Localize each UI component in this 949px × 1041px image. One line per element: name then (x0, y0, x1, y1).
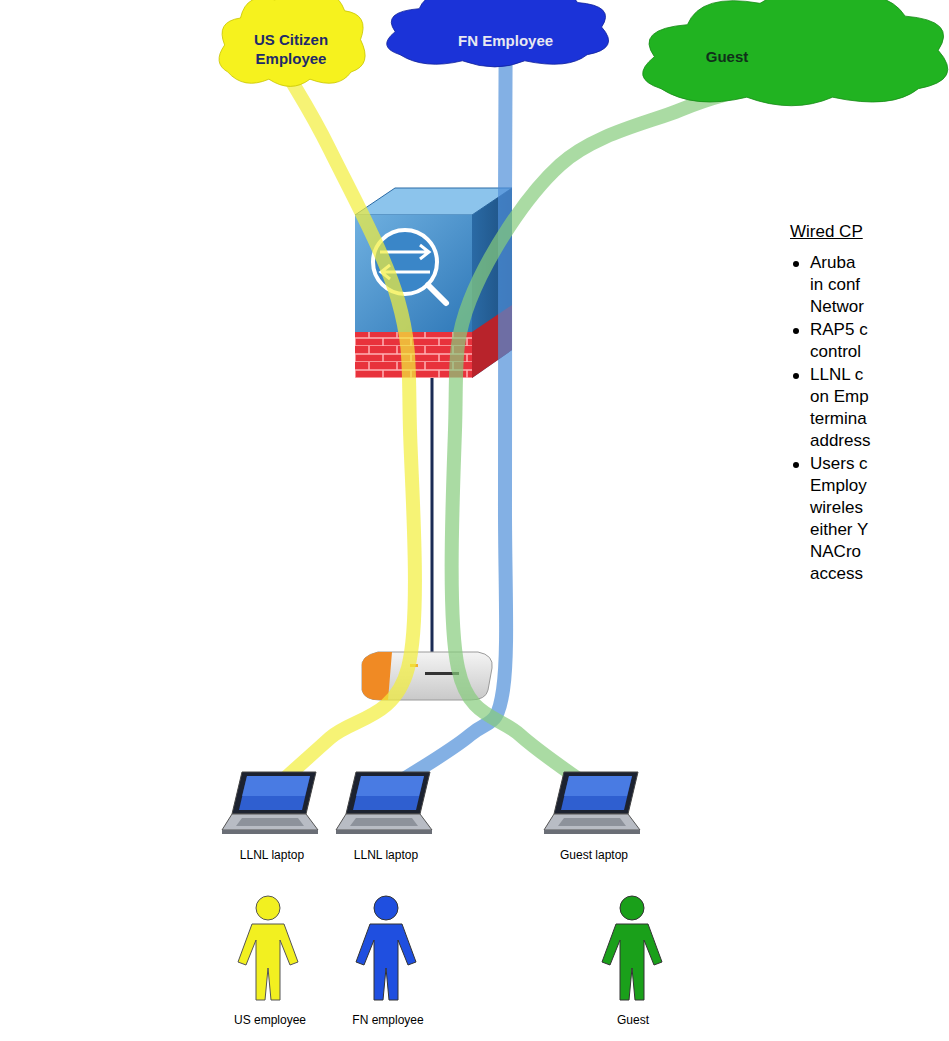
person-label: US employee (234, 1013, 306, 1027)
note-text: wireles (810, 498, 863, 518)
person-figure (602, 896, 662, 1000)
laptop-label: Guest laptop (560, 848, 628, 862)
laptop-icon (542, 768, 646, 838)
laptop-label: LLNL laptop (354, 848, 418, 862)
note-text: LLNL c (810, 365, 863, 385)
note-text: Aruba (810, 253, 855, 273)
cloud-zone: FN Employee (376, 0, 616, 70)
cloud-label: Guest (682, 47, 772, 66)
laptop-icon (334, 768, 438, 838)
note-text: RAP5 c (810, 320, 868, 340)
cloud-shape (628, 0, 949, 110)
traffic-path (272, 75, 415, 790)
cloud-zone: US Citizen Employee (212, 0, 370, 90)
note-text: Users c (810, 454, 868, 474)
cloud-label: FN Employee (436, 31, 576, 50)
laptop-label: LLNL laptop (240, 848, 304, 862)
laptop-node: LLNL laptop (334, 768, 438, 868)
traffic-path (386, 57, 506, 790)
cloud-label: US Citizen Employee (236, 30, 346, 68)
note-text: in conf (810, 275, 860, 295)
person-label: Guest (617, 1013, 649, 1027)
traffic-path (452, 92, 734, 790)
note-text: Networ (810, 297, 864, 317)
note-text: access (810, 564, 863, 584)
note-text: address (810, 431, 870, 451)
person-label: FN employee (352, 1013, 423, 1027)
laptop-node: LLNL laptop (220, 768, 324, 868)
note-text: termina (810, 409, 867, 429)
person-figure (238, 896, 298, 1000)
note-text: Wired CP (790, 222, 863, 242)
cloud-zone: Guest (628, 0, 949, 110)
laptop-node: Guest laptop (542, 768, 646, 868)
note-text: NACro (810, 542, 861, 562)
person-figure (356, 896, 416, 1000)
note-text: either Y (810, 520, 868, 540)
laptop-icon (220, 768, 324, 838)
firewall-icon (355, 188, 512, 378)
bullet-dot (793, 261, 799, 468)
note-text: on Emp (810, 387, 869, 407)
wired-link (431, 378, 434, 662)
note-text: Employ (810, 476, 867, 496)
note-text: control (810, 342, 861, 362)
